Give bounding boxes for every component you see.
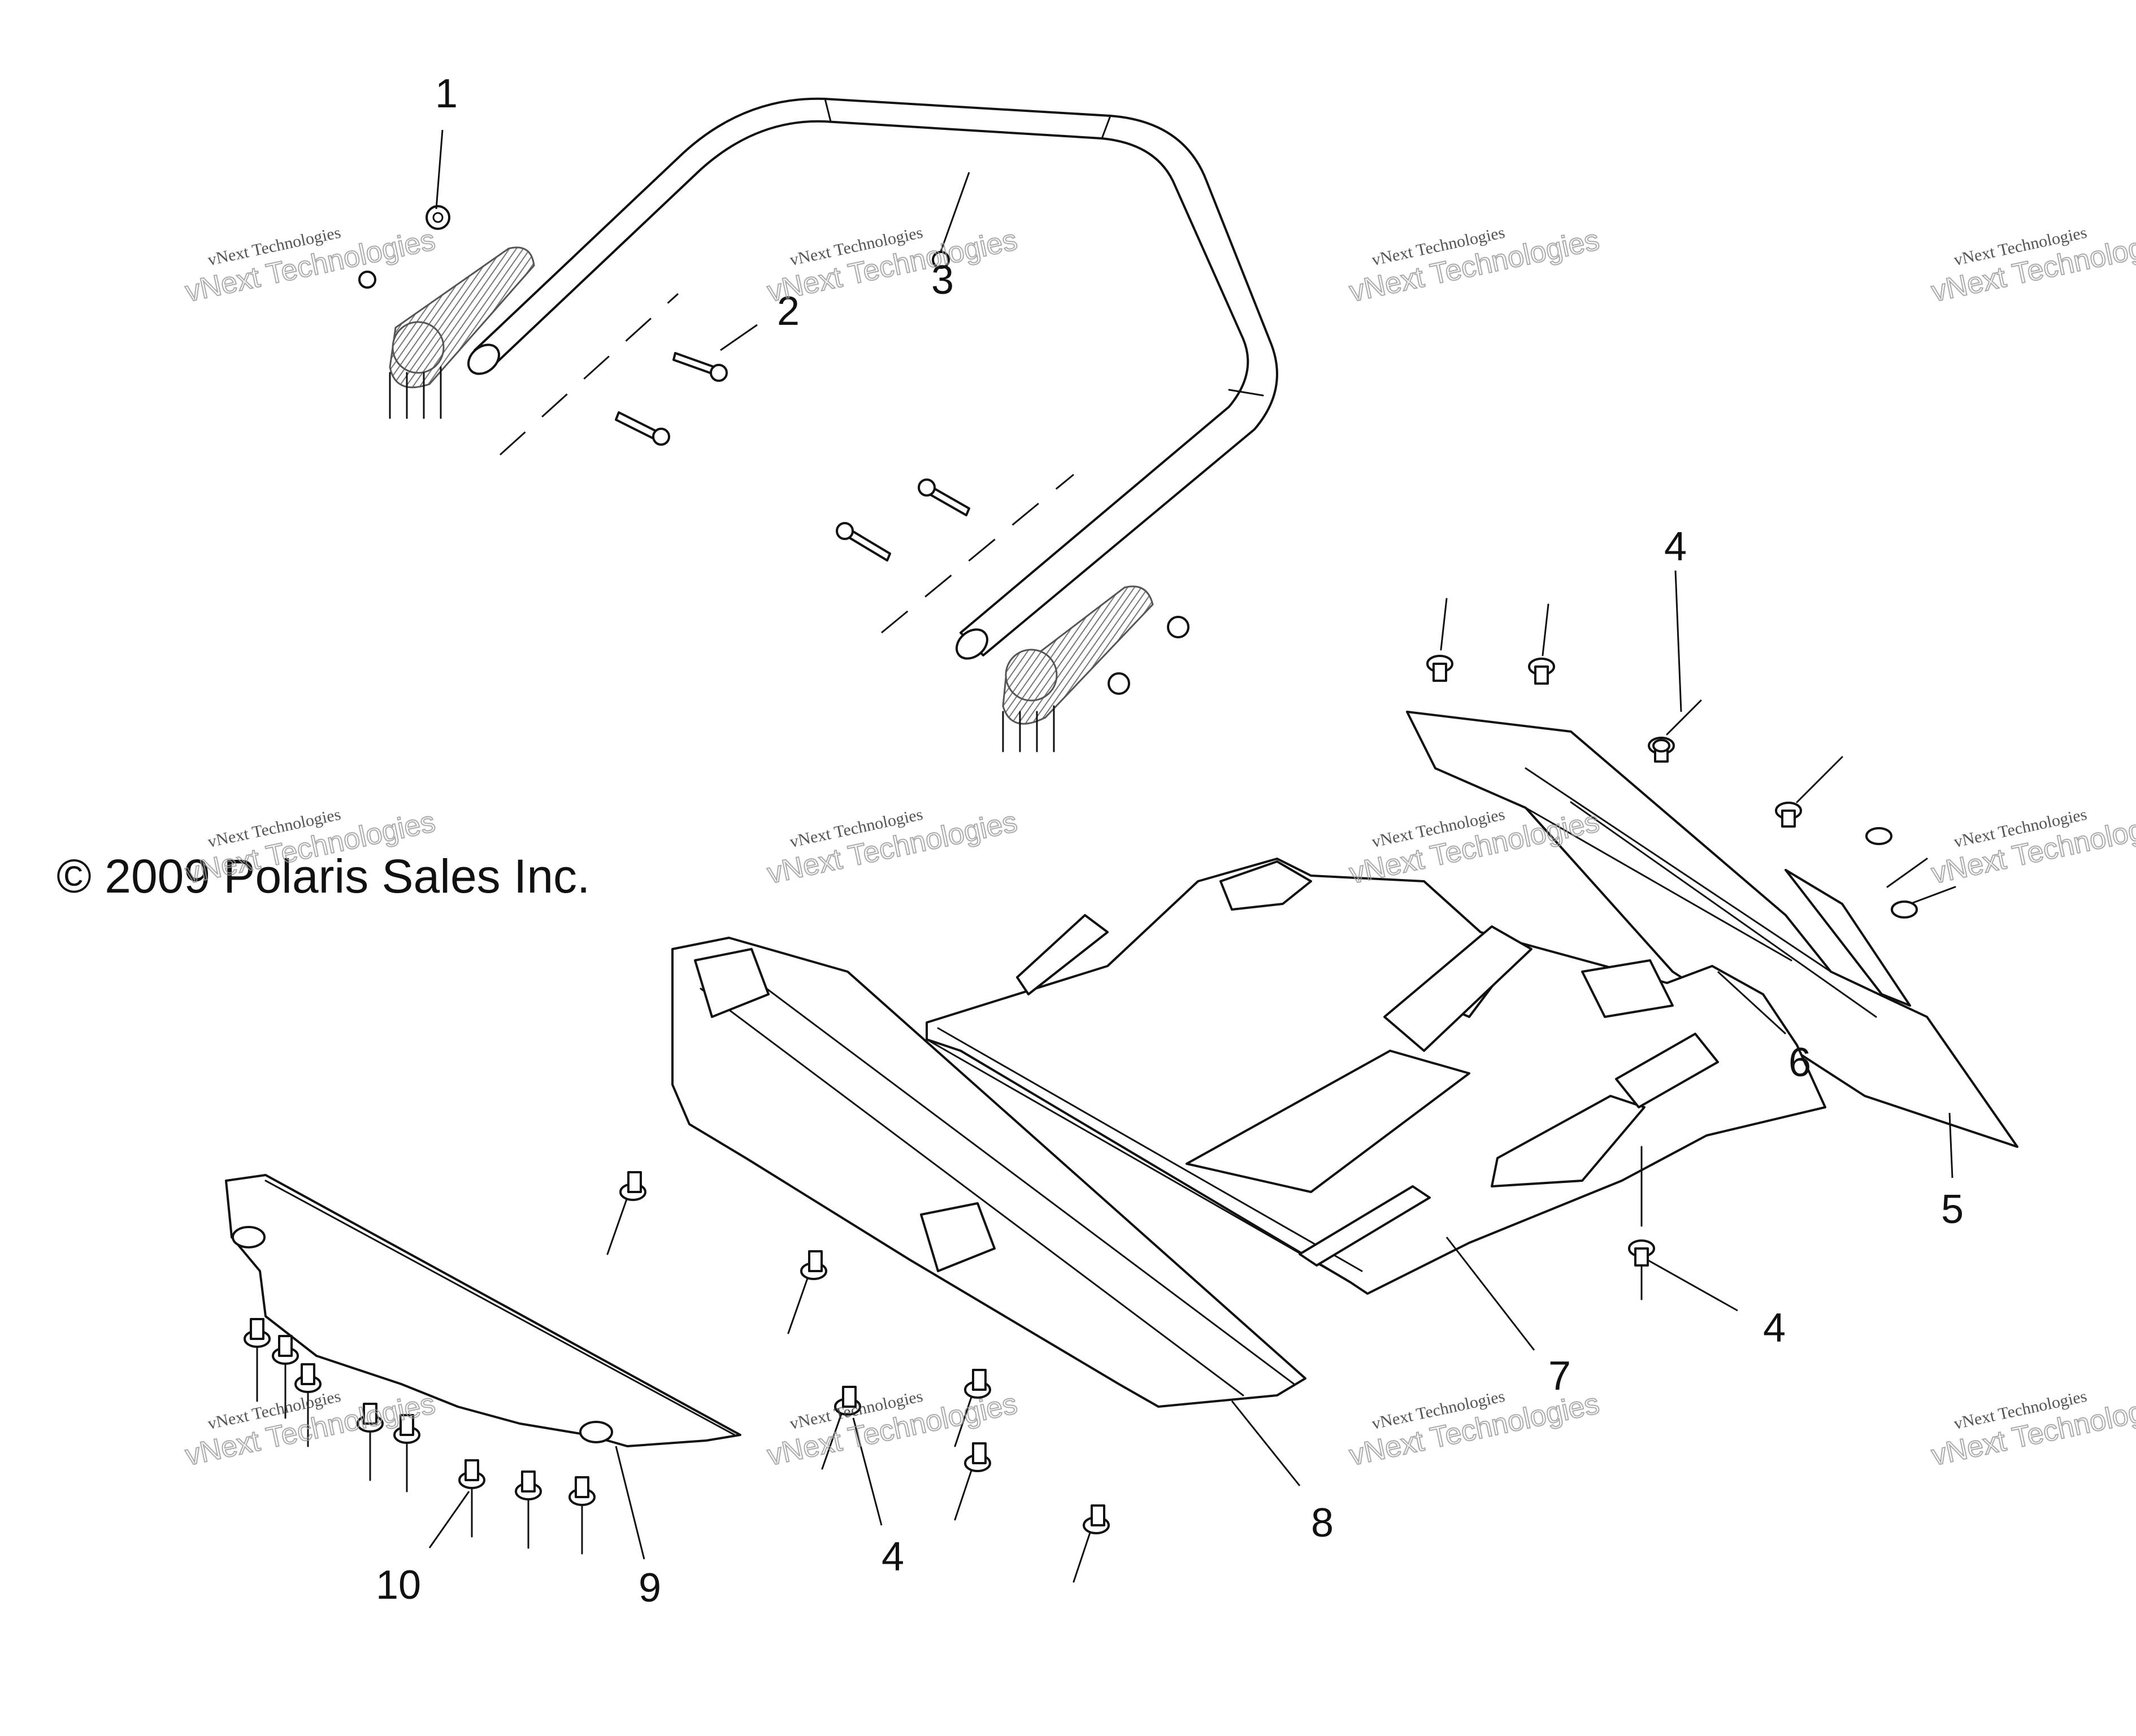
right-mount-bracket <box>1002 585 1154 752</box>
callout-10: 10 <box>376 1563 421 1608</box>
left-mount-bracket <box>358 246 535 419</box>
callout-labels: 1 2 3 4 5 6 7 4 8 9 4 10 <box>376 71 1964 1611</box>
roll-bar-tube <box>467 97 1278 660</box>
callout-5: 5 <box>1941 1187 1964 1232</box>
center-rail <box>671 937 1306 1408</box>
rear-panel-left <box>225 1174 741 1447</box>
callout-1: 1 <box>435 71 458 116</box>
callout-9: 9 <box>639 1565 661 1611</box>
callout-7: 7 <box>1548 1354 1571 1399</box>
main-floor-panel <box>926 858 1826 1295</box>
callout-4-right: 4 <box>1763 1306 1786 1351</box>
leader-lines <box>428 129 1953 1560</box>
callout-3: 3 <box>931 258 954 303</box>
rear-panel-right <box>1406 711 2018 1148</box>
bolt-group <box>615 352 970 562</box>
rivet-group <box>244 598 1956 1583</box>
callout-4-bottom: 4 <box>882 1534 904 1580</box>
copyright-text: © 2009 Polaris Sales Inc. <box>57 850 590 903</box>
callout-8: 8 <box>1311 1500 1334 1546</box>
callout-4-top: 4 <box>1664 524 1687 569</box>
callout-6: 6 <box>1788 1040 1811 1085</box>
callout-2: 2 <box>777 289 800 334</box>
flange-nut-group <box>426 205 1189 695</box>
